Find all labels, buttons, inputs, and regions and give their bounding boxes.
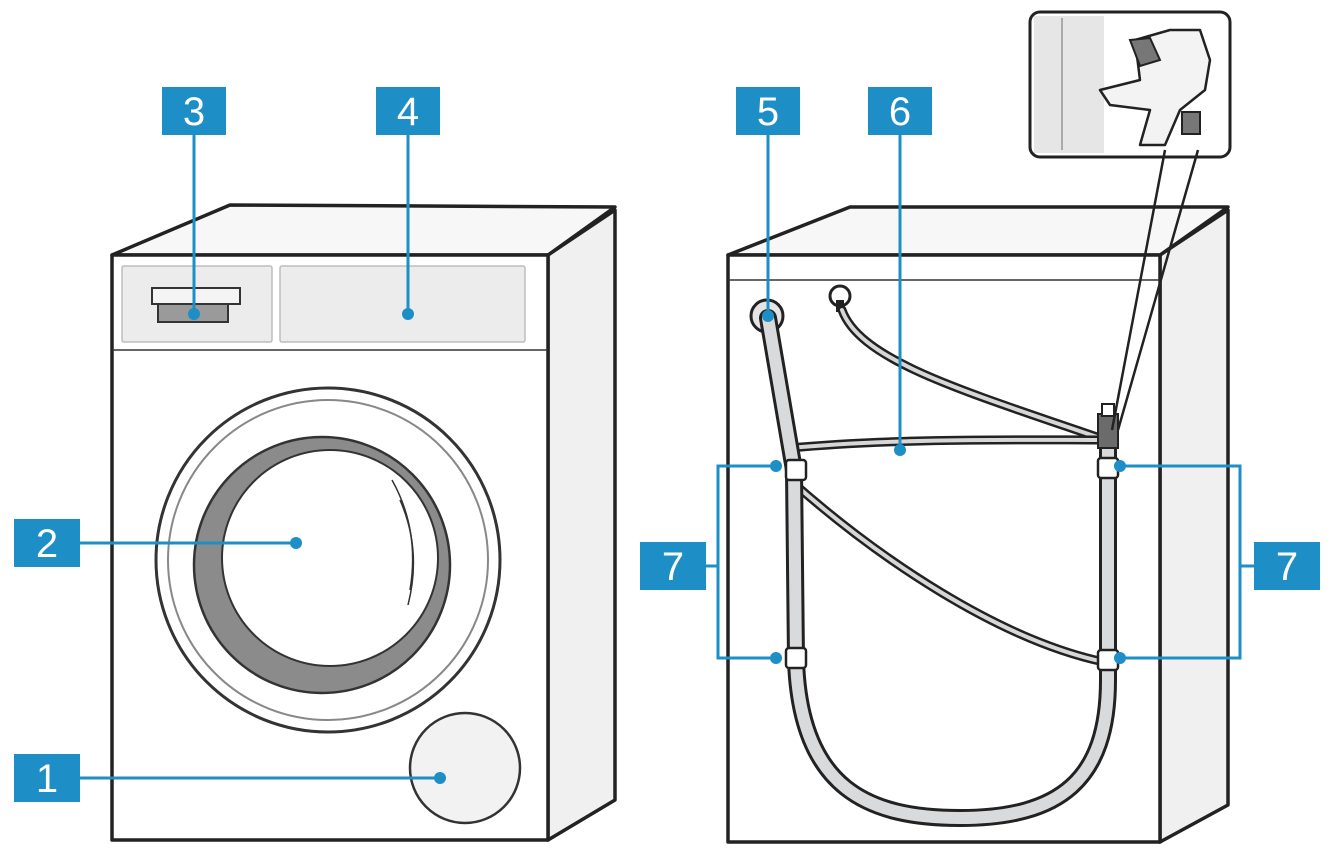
leader-lines: [80, 134, 1254, 784]
callout-5: 5: [736, 87, 800, 135]
machine-front-view: [110, 203, 617, 842]
pump-service-flap: [408, 711, 522, 825]
callout-5-label: 5: [757, 90, 779, 134]
machine-rear-view: [726, 10, 1232, 844]
callout-3-label: 3: [183, 90, 205, 134]
callout-4-label: 4: [397, 90, 419, 134]
hose-holders: [784, 456, 1120, 672]
callout-2: 2: [14, 519, 80, 567]
callout-4: 4: [376, 87, 440, 135]
callout-6-label: 6: [889, 90, 911, 134]
callout-7-left: 7: [640, 542, 706, 590]
front-view-side-panel: [546, 208, 617, 842]
front-view-top-panel: [110, 203, 617, 257]
callout-7-left-label: 7: [662, 545, 684, 589]
callout-1-label: 1: [36, 757, 58, 801]
rear-view-side-panel: [1158, 208, 1230, 844]
callout-3: 3: [162, 87, 226, 135]
loading-door: [154, 386, 502, 734]
control-panel: [279, 265, 526, 343]
hose-holder-detail-inset: [1028, 10, 1232, 431]
callout-2-label: 2: [36, 522, 58, 566]
callout-7-right-label: 7: [1276, 545, 1298, 589]
callout-6: 6: [868, 87, 932, 135]
callout-7-right: 7: [1254, 542, 1320, 590]
callout-1: 1: [14, 754, 80, 802]
